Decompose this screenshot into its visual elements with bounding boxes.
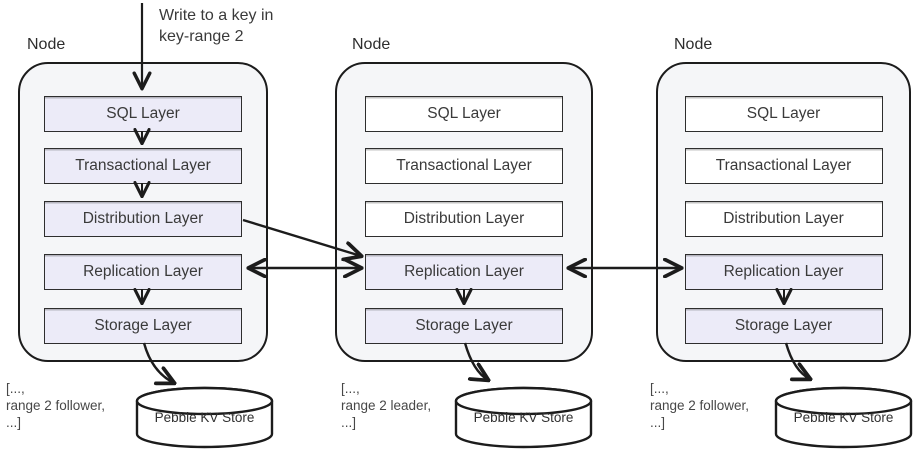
- node-2: SQL Layer Transactional Layer Distributi…: [335, 62, 593, 362]
- node-2-label: Node: [352, 36, 391, 53]
- node-1-distribution-layer: Distribution Layer: [44, 201, 242, 237]
- node-3-replication-layer: Replication Layer: [684, 254, 883, 290]
- node-1-kv-store-label: Pebble KV Store: [154, 410, 255, 425]
- node-1-range-note: [..., range 2 follower, ...]: [6, 381, 106, 430]
- node-2-range-note: [..., range 2 leader, ...]: [341, 381, 432, 430]
- node-1-replication-layer: Replication Layer: [44, 254, 242, 290]
- node-2-sql-layer: SQL Layer: [365, 96, 563, 132]
- node-3-label: Node: [674, 36, 713, 53]
- node-1-transactional-layer: Transactional Layer: [44, 148, 242, 184]
- node-1-label: Node: [27, 36, 66, 53]
- node-2-storage-layer: Storage Layer: [365, 308, 563, 344]
- node-3-transactional-layer: Transactional Layer: [684, 148, 883, 184]
- node-3-storage-layer: Storage Layer: [684, 308, 883, 344]
- node-2-transactional-layer: Transactional Layer: [365, 148, 563, 184]
- node-3-kv-store-label: Pebble KV Store: [793, 410, 894, 425]
- node-3-range-note: [..., range 2 follower, ...]: [650, 381, 750, 430]
- write-to-key-annotation: Write to a key in key-range 2: [159, 7, 274, 45]
- node-1-storage-layer: Storage Layer: [44, 308, 242, 344]
- node-3-distribution-layer: Distribution Layer: [684, 201, 883, 237]
- node-2-replication-layer: Replication Layer: [365, 254, 563, 290]
- node-2-kv-store-label: Pebble KV Store: [473, 410, 574, 425]
- node-2-distribution-layer: Distribution Layer: [365, 201, 563, 237]
- node-1: SQL Layer Transactional Layer Distributi…: [18, 62, 268, 362]
- node-1-sql-layer: SQL Layer: [44, 96, 242, 132]
- node-3: SQL Layer Transactional Layer Distributi…: [656, 62, 911, 362]
- node-3-sql-layer: SQL Layer: [684, 96, 883, 132]
